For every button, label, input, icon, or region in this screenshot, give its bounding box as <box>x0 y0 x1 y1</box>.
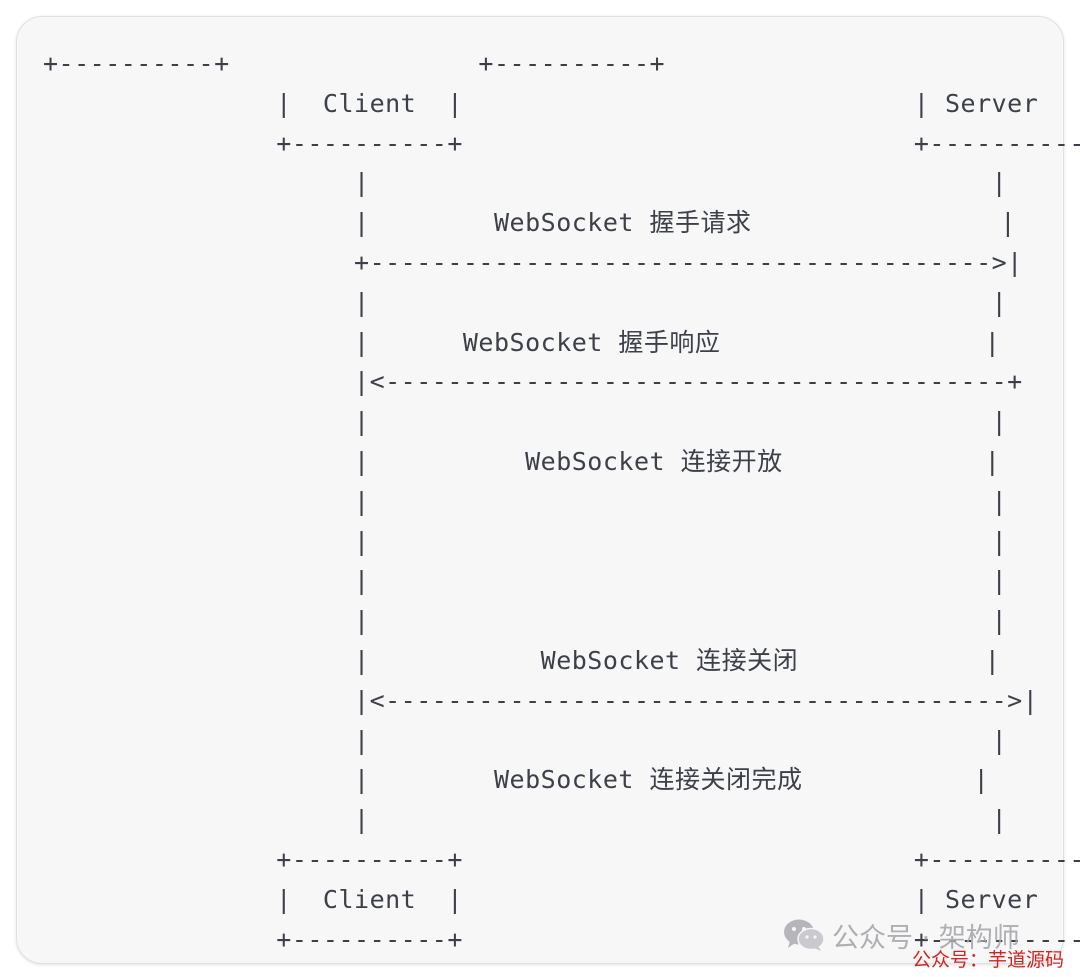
diagram-card: +----------+ +----------+ | Client | | S… <box>16 16 1080 964</box>
message-label-close-complete: | WebSocket 连接关闭完成 | <box>43 765 990 795</box>
diagram-line-footer-border: +----------+ +----------+ <box>43 844 1080 874</box>
diagram-line-lifeline: | | <box>43 486 1008 516</box>
diagram-line-lifeline: | | <box>43 606 1008 636</box>
arrow-handshake-response: |<--------------------------------------… <box>43 367 1023 397</box>
diagram-line-lifeline: | | <box>43 725 1008 755</box>
diagram-line-footer-names: | Client | | Server | <box>43 884 1080 914</box>
wechat-icon <box>782 917 826 953</box>
diagram-line-header-names: | Client | | Server | <box>43 88 1080 118</box>
arrow-connection-close: |<--------------------------------------… <box>43 685 1039 715</box>
sequence-diagram: +----------+ +----------+ | Client | | S… <box>43 44 1080 959</box>
diagram-line-lifeline: | | <box>43 168 1008 198</box>
diagram-line-lifeline: | | <box>43 287 1008 317</box>
diagram-line-top-border: +----------+ +----------+ <box>43 49 666 78</box>
watermark-account: 公众号 · 架构师 <box>782 915 1020 955</box>
diagram-line-lifeline: | | <box>43 526 1008 556</box>
message-label-connection-close: | WebSocket 连接关闭 | <box>43 645 1001 675</box>
message-label-handshake-response: | WebSocket 握手响应 | <box>43 327 1001 357</box>
diagram-line-header-border: +----------+ +----------+ <box>43 128 1080 158</box>
diagram-line-lifeline: | | <box>43 566 1008 596</box>
watermark-source: 公众号：芋道源码 <box>912 949 1065 971</box>
message-label-handshake-request: | WebSocket 握手请求 | <box>43 208 1016 238</box>
diagram-line-lifeline: | | <box>43 805 1008 835</box>
watermark-account-text: 公众号 · 架构师 <box>832 922 1020 954</box>
arrow-handshake-request: +---------------------------------------… <box>43 247 1023 277</box>
message-label-connection-open: | WebSocket 连接开放 | <box>43 446 1001 476</box>
diagram-line-lifeline: | | <box>43 407 1008 437</box>
diagram-line-bottom-border: +----------+ +----------+ <box>43 924 1080 954</box>
